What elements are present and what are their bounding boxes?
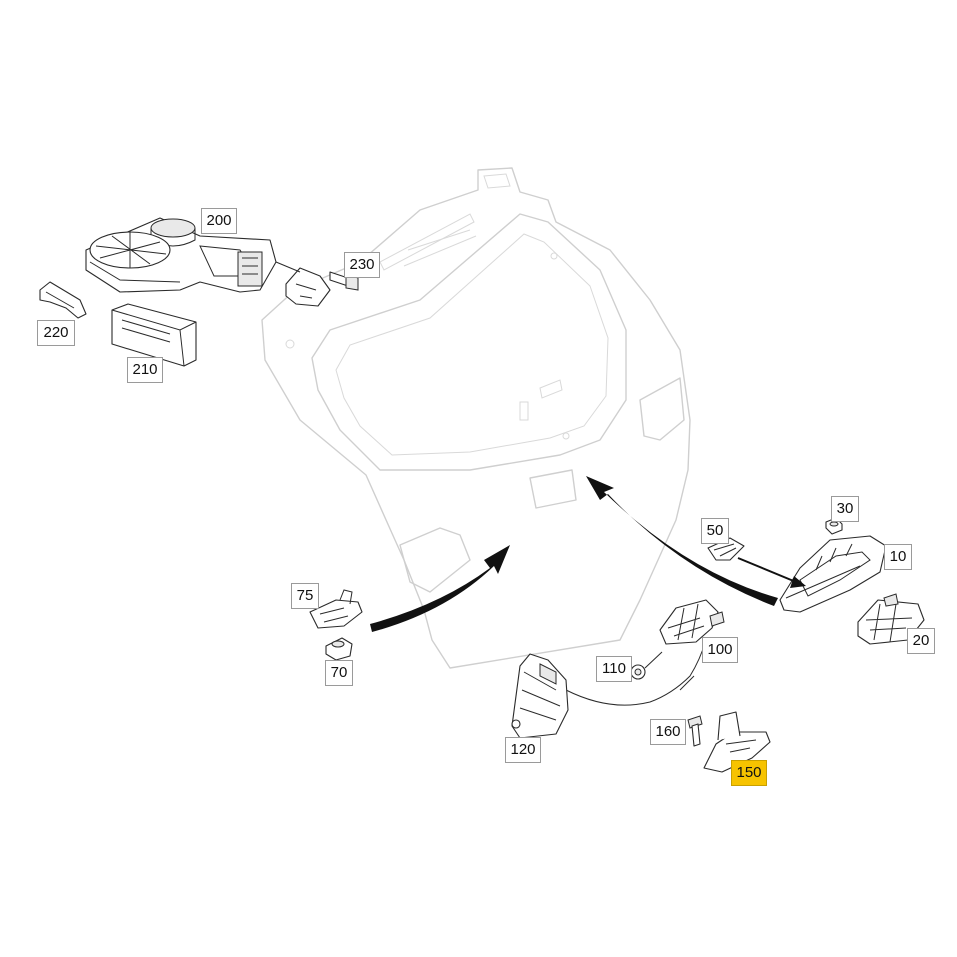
callout-230[interactable]: 230: [344, 252, 380, 278]
part-210-control-module: [111, 303, 197, 367]
callout-10[interactable]: 10: [884, 544, 912, 570]
callout-75[interactable]: 75: [291, 583, 319, 609]
callout-110[interactable]: 110: [596, 656, 632, 682]
part-120-latch: [511, 653, 569, 739]
hinge-bracket: [275, 261, 331, 307]
callout-210[interactable]: 210: [127, 357, 163, 383]
callout-50[interactable]: 50: [701, 518, 729, 544]
callout-20[interactable]: 20: [907, 628, 935, 654]
arrow-center: [586, 476, 778, 606]
part-200-actuator: [85, 217, 277, 293]
callout-160[interactable]: 160: [650, 719, 686, 745]
callout-100[interactable]: 100: [702, 637, 738, 663]
arrow-left: [370, 545, 510, 632]
callout-30[interactable]: 30: [831, 496, 859, 522]
part-75-bracket: [309, 589, 363, 629]
callout-120[interactable]: 120: [505, 737, 541, 763]
part-160-screw: [687, 715, 703, 747]
part-cable: [565, 639, 707, 706]
part-220-bracket: [39, 281, 87, 319]
part-100-latch-actuator: [659, 599, 725, 645]
tailgate-outline: [261, 167, 691, 669]
part-70-pin: [325, 637, 353, 661]
callout-220[interactable]: 220: [37, 320, 75, 346]
part-110-grommet: [630, 651, 663, 680]
callout-70[interactable]: 70: [325, 660, 353, 686]
callout-200[interactable]: 200: [201, 208, 237, 234]
arrow-right: [737, 557, 806, 588]
part-10-handle-housing: [779, 535, 887, 613]
part-150-striker-plate: [703, 711, 771, 773]
callout-150-highlighted[interactable]: 150: [731, 760, 767, 786]
